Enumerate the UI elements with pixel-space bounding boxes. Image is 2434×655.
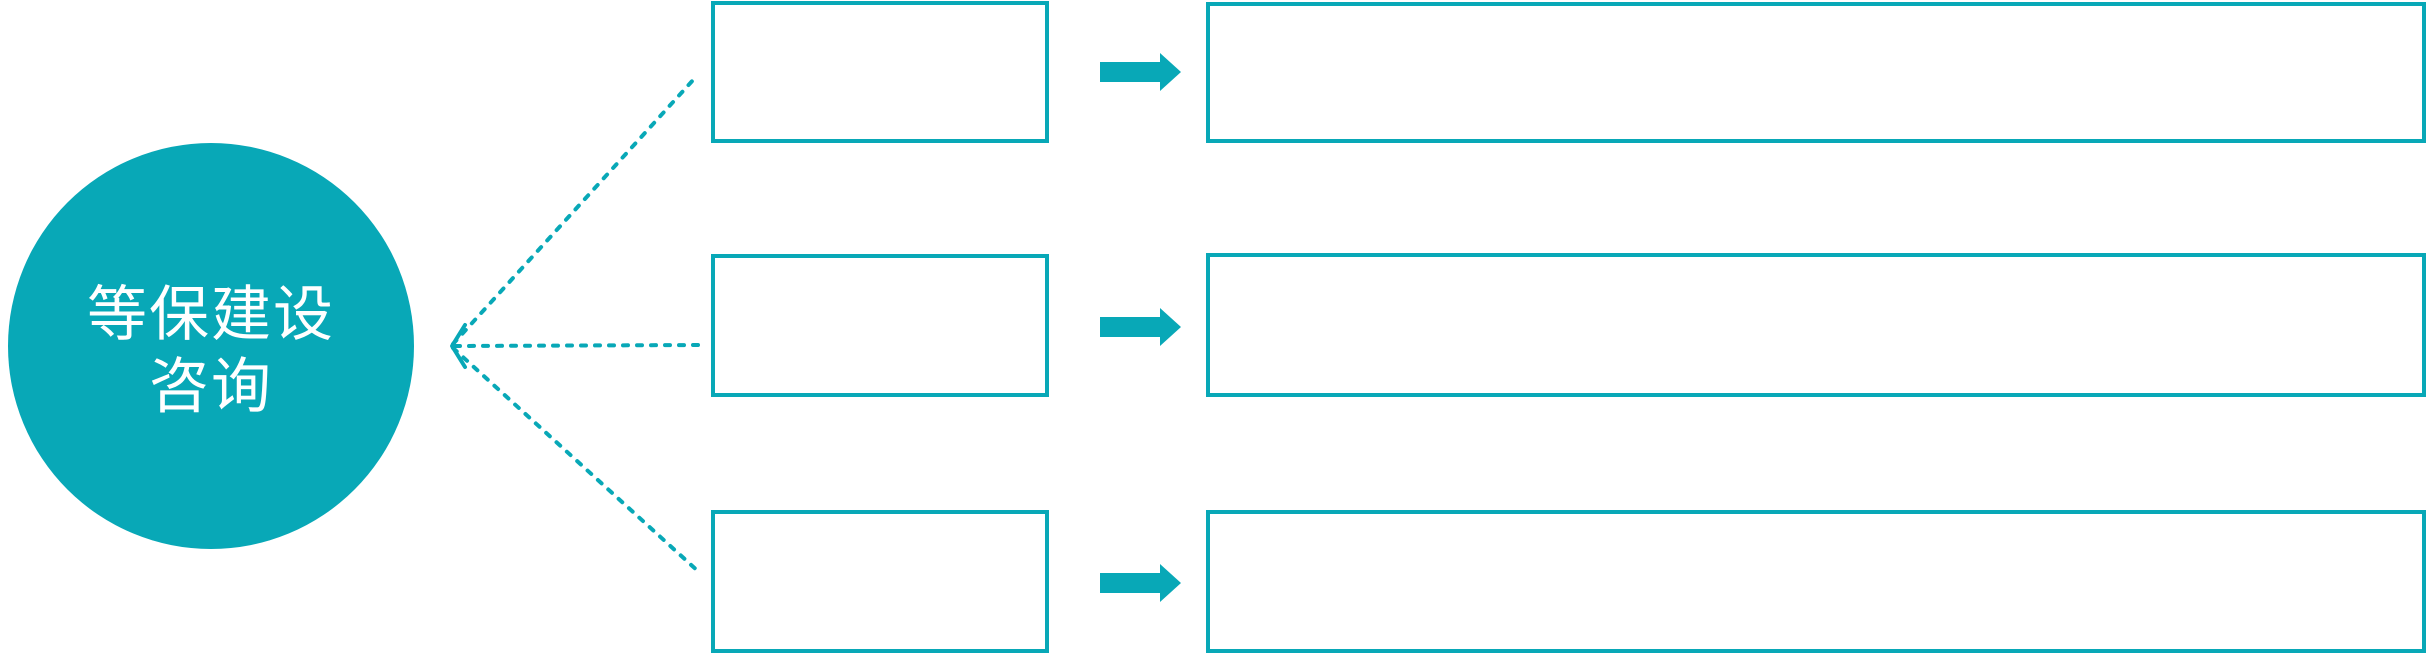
connector-line-middle	[453, 343, 704, 348]
step-box-small-2	[711, 254, 1049, 397]
connector-line-bottom	[451, 346, 702, 575]
flow-arrow-icon-3	[1100, 564, 1181, 602]
flow-arrow-icon-1	[1100, 53, 1181, 91]
connector-line-top	[451, 77, 696, 346]
topic-label-line2: 咨询	[149, 353, 273, 420]
flow-arrow-icon-2	[1100, 308, 1181, 346]
step-box-large-1	[1206, 2, 2426, 143]
step-box-small-3	[711, 510, 1049, 653]
step-box-large-2	[1206, 253, 2426, 397]
step-box-small-1	[711, 1, 1049, 143]
topic-label: 等保建设 咨询	[87, 279, 335, 423]
connector-arrowhead-icon	[450, 323, 467, 369]
topic-circle: 等保建设 咨询	[8, 143, 414, 549]
topic-label-line1: 等保建设	[87, 281, 335, 348]
step-box-large-3	[1206, 510, 2426, 653]
